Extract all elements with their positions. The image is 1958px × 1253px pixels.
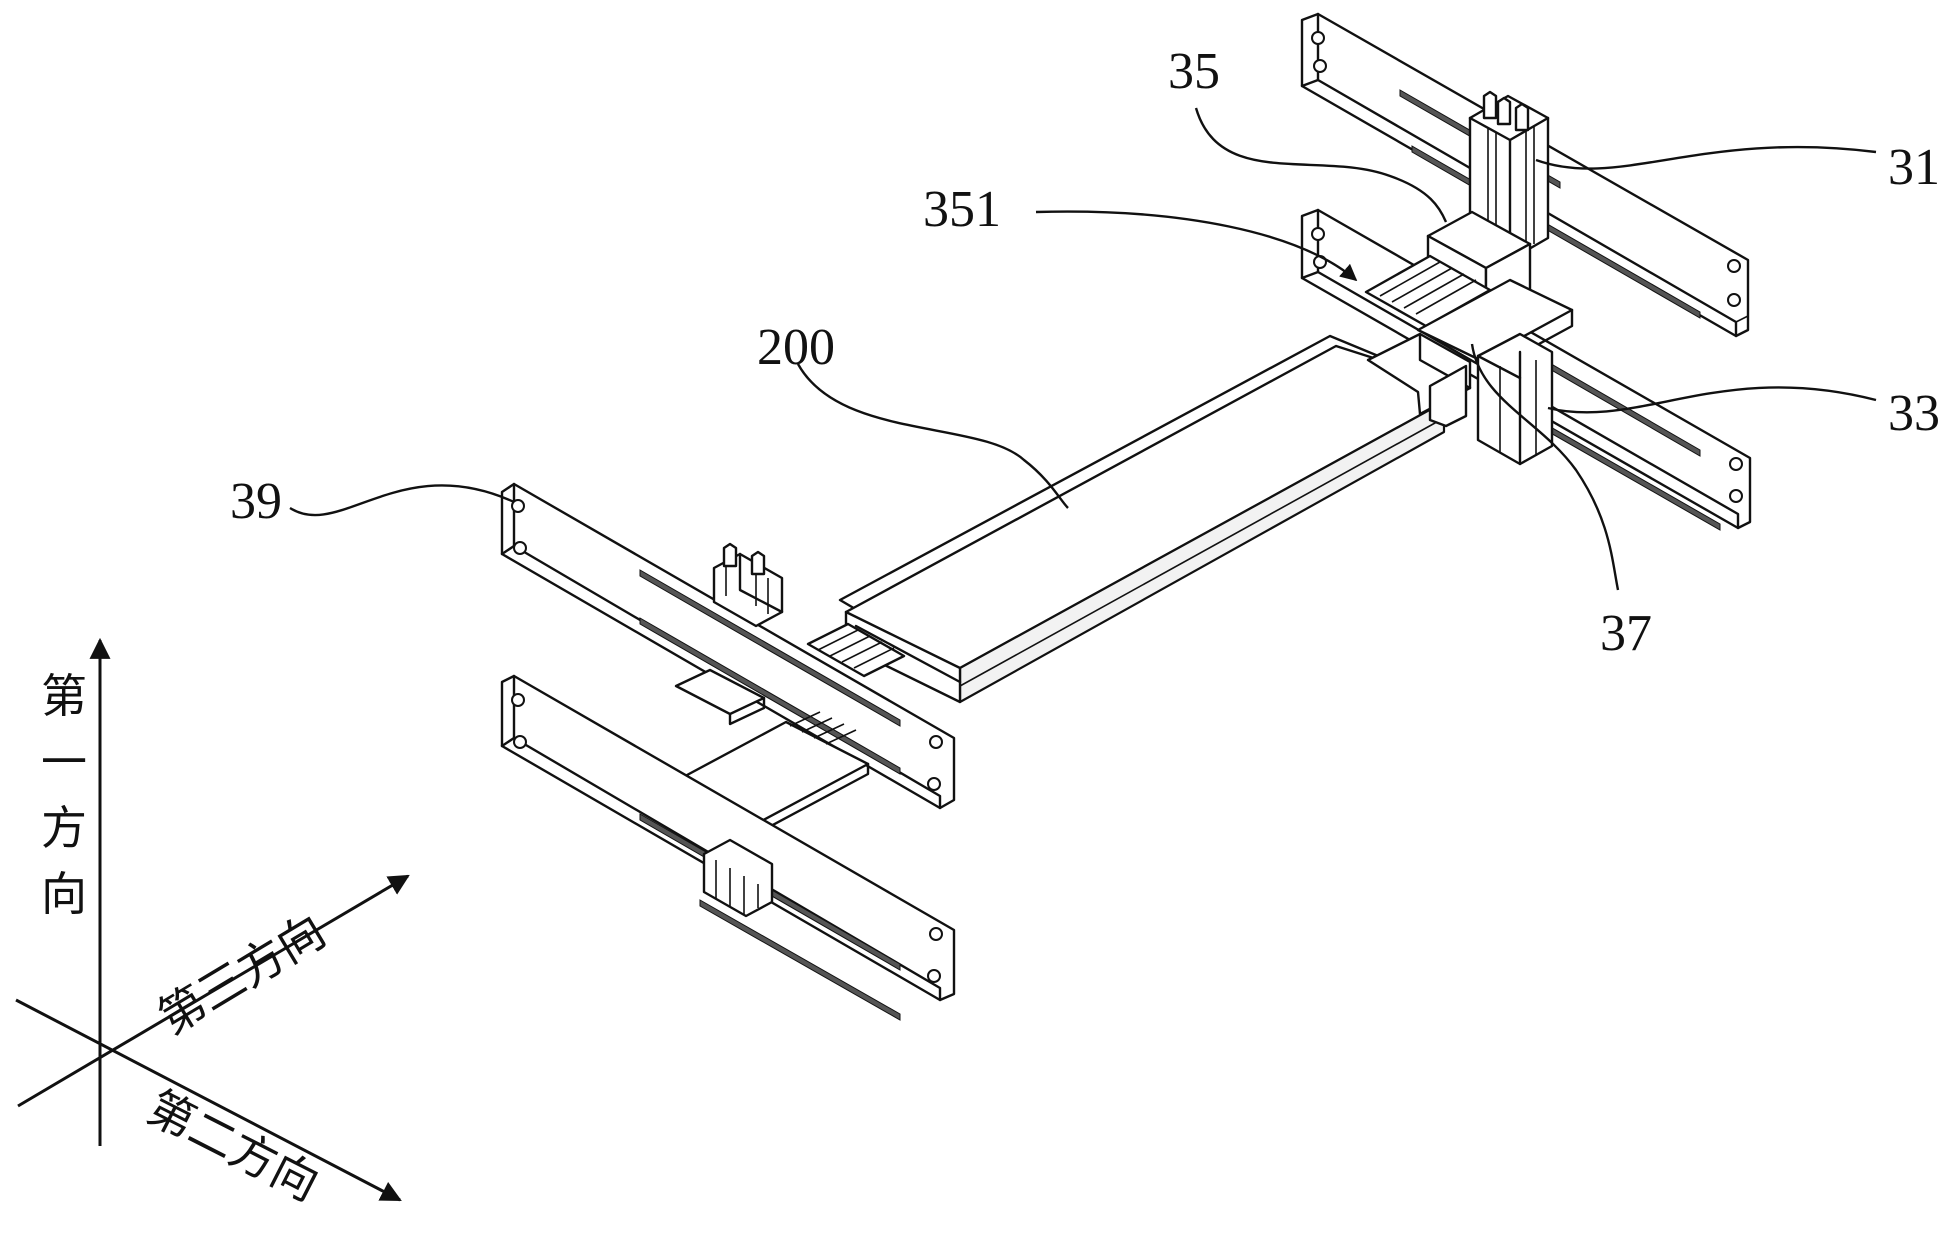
first-direction-char-1: 第 [41, 671, 87, 722]
leader-31 [1536, 147, 1876, 169]
coordinate-axes: 第 一 方 向 第三方向 第二方向 [16, 640, 408, 1211]
first-direction-char-2: 一 [41, 737, 87, 788]
module-200 [840, 334, 1470, 702]
label-351: 351 [923, 181, 1001, 238]
third-direction-label: 第三方向 [150, 905, 334, 1043]
label-35: 35 [1168, 43, 1220, 100]
label-200: 200 [757, 319, 835, 376]
right-lower-block [1478, 334, 1552, 464]
label-37: 37 [1600, 605, 1652, 662]
label-31: 31 [1888, 139, 1940, 196]
label-39: 39 [230, 473, 282, 530]
first-direction-char-3: 方 [41, 803, 87, 854]
first-direction-char-4: 向 [41, 869, 87, 920]
leader-200 [798, 364, 1068, 508]
second-direction-axis [16, 1000, 400, 1200]
label-33: 33 [1888, 385, 1940, 442]
leader-39 [290, 485, 514, 515]
